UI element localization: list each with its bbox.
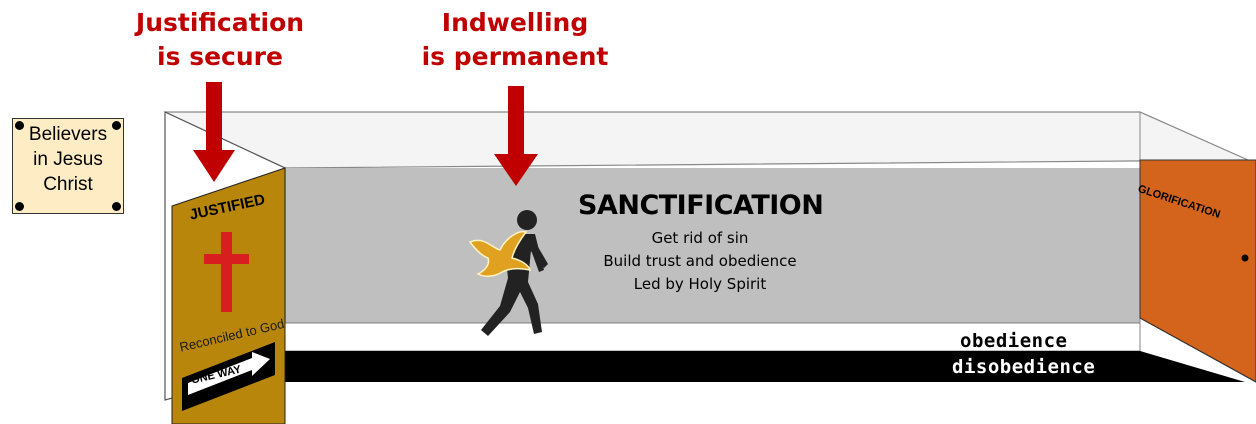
indwelling-callout-line1: Indwelling: [441, 8, 589, 37]
obedience-label: obedience: [960, 330, 1068, 352]
believers-card-line3: Christ: [43, 174, 93, 195]
disobedience-band: [285, 351, 1245, 382]
sanctification-line: Led by Holy Spirit: [633, 275, 767, 293]
card-corner-dot: [112, 121, 121, 130]
sanctification-line: Build trust and obedience: [603, 252, 797, 270]
justification-callout-line2: is secure: [157, 42, 283, 71]
believers-card-line1: Believers: [28, 124, 108, 145]
disobedience-label: disobedience: [952, 356, 1096, 378]
indwelling-callout-line2: is permanent: [421, 42, 609, 71]
justification-callout-line1: Justification: [135, 8, 305, 37]
sanctification-title: SANCTIFICATION: [578, 190, 824, 221]
dove-icon: [468, 230, 532, 277]
cross-icon: [204, 232, 249, 312]
down-arrow-icon: [193, 82, 235, 182]
one-way-sign: [182, 342, 275, 411]
believers-card: Believers in Jesus Christ: [12, 118, 124, 214]
down-arrow-icon: [494, 86, 538, 186]
door-knob-icon: [1241, 254, 1249, 262]
one-way-arrow-icon: [188, 352, 270, 395]
believers-card-line2: in Jesus: [33, 149, 103, 170]
back-wall: [285, 168, 1140, 323]
indwelling-callout: Indwelling is permanent: [410, 6, 620, 74]
sanctification-line: Get rid of sin: [651, 229, 749, 247]
corridor-ceiling: [164, 111, 1249, 169]
justification-callout: Justification is secure: [130, 6, 310, 74]
card-corner-dot: [15, 121, 24, 130]
card-corner-dot: [15, 202, 24, 211]
card-corner-dot: [112, 202, 121, 211]
obedience-band: [284, 322, 1141, 352]
